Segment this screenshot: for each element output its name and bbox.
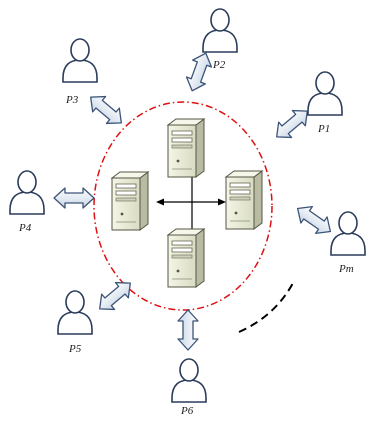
p2-arrow-icon: [182, 49, 216, 95]
p3-person-icon: [62, 38, 98, 83]
p4-arrow-icon: [53, 187, 95, 209]
pm-person-icon: [330, 211, 366, 256]
p3-label: P3: [66, 94, 79, 106]
p5-label: P5: [69, 343, 82, 355]
server-bottom-icon: [167, 228, 205, 288]
p1-person-icon: [307, 71, 343, 116]
server-right-icon: [225, 170, 263, 230]
server-cluster-ring: [93, 101, 273, 311]
p6-arrow-icon: [177, 309, 199, 351]
p1-label: P1: [318, 123, 331, 135]
p4-label: P4: [19, 222, 32, 234]
p2-person-icon: [202, 8, 238, 53]
p5-arrow-icon: [92, 274, 138, 318]
p6-person-icon: [171, 358, 207, 403]
p2-label: P2: [213, 59, 226, 71]
p5-person-icon: [57, 290, 93, 335]
server-left-icon: [111, 171, 149, 231]
p4-person-icon: [9, 170, 45, 215]
pm-arrow-icon: [291, 199, 337, 241]
server-top-icon: [167, 118, 205, 178]
p3-arrow-icon: [83, 88, 129, 132]
pm-label: Pm: [339, 263, 354, 275]
p6-label: P6: [181, 405, 194, 417]
more-participants-dashed-arc: [238, 282, 294, 333]
